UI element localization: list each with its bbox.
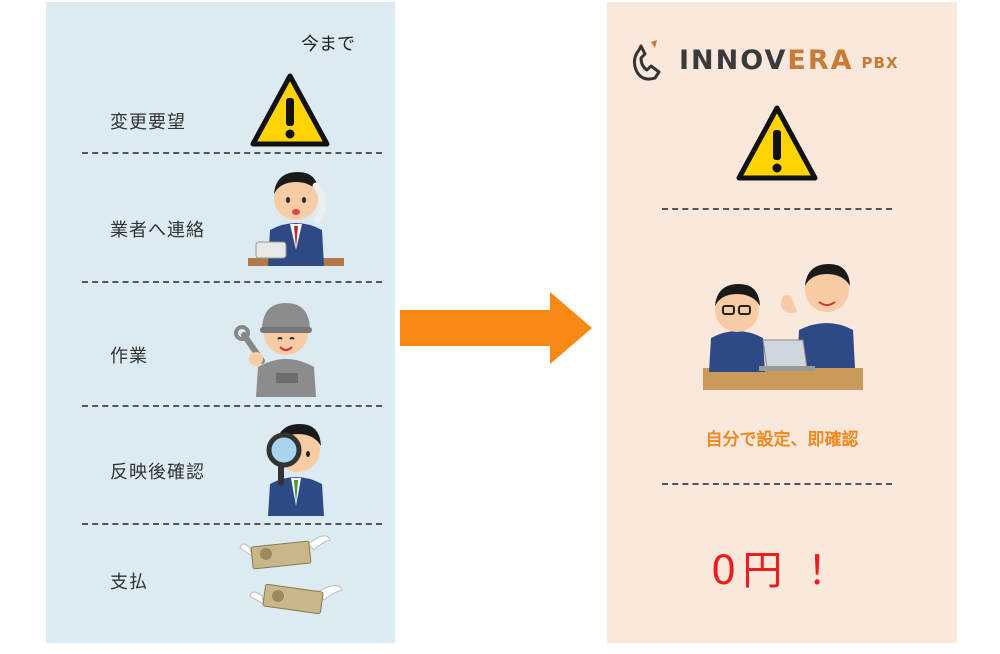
phone-call-person-icon bbox=[248, 172, 344, 266]
step-divider bbox=[82, 152, 382, 154]
step-divider bbox=[662, 483, 892, 485]
zero-cost-text: 0円 ！ bbox=[710, 548, 854, 594]
worker-with-wrench-icon bbox=[234, 303, 316, 397]
after-panel: INNOVERA PBX 自分で設定、即確認 0円 ！ bbox=[607, 2, 957, 643]
step-label-post-check: 反映後確認 bbox=[110, 462, 205, 483]
step-label-payment: 支払 bbox=[110, 572, 148, 593]
before-title: 今まで bbox=[301, 34, 355, 55]
step-label-change-request: 変更要望 bbox=[110, 112, 186, 133]
self-setup-caption: 自分で設定、即確認 bbox=[705, 430, 859, 450]
flying-money-icon bbox=[239, 535, 343, 615]
brand-name: INNOVERA bbox=[679, 45, 854, 76]
magnifying-glass-person-icon bbox=[266, 424, 324, 516]
brand-name-part-a: INNOV bbox=[679, 44, 788, 76]
step-label-work: 作業 bbox=[110, 346, 148, 367]
arrow-right-icon bbox=[400, 292, 592, 364]
self-configure-people-icon bbox=[703, 264, 863, 390]
brand-name-part-b: ERA bbox=[787, 44, 854, 76]
phone-handset-logo-icon bbox=[632, 40, 661, 81]
step-divider bbox=[82, 281, 382, 283]
warning-icon bbox=[250, 73, 330, 147]
step-label-contact-vendor: 業者へ連絡 bbox=[110, 220, 205, 241]
before-panel: 今まで 変更要望 業者へ連絡 作業 反映後確認 bbox=[46, 2, 395, 643]
warning-icon bbox=[736, 105, 818, 181]
step-divider bbox=[82, 405, 382, 407]
brand-suffix: PBX bbox=[861, 54, 899, 72]
brand-logo: INNOVERA PBX bbox=[629, 38, 899, 82]
step-divider bbox=[662, 208, 892, 210]
step-divider bbox=[82, 523, 382, 525]
